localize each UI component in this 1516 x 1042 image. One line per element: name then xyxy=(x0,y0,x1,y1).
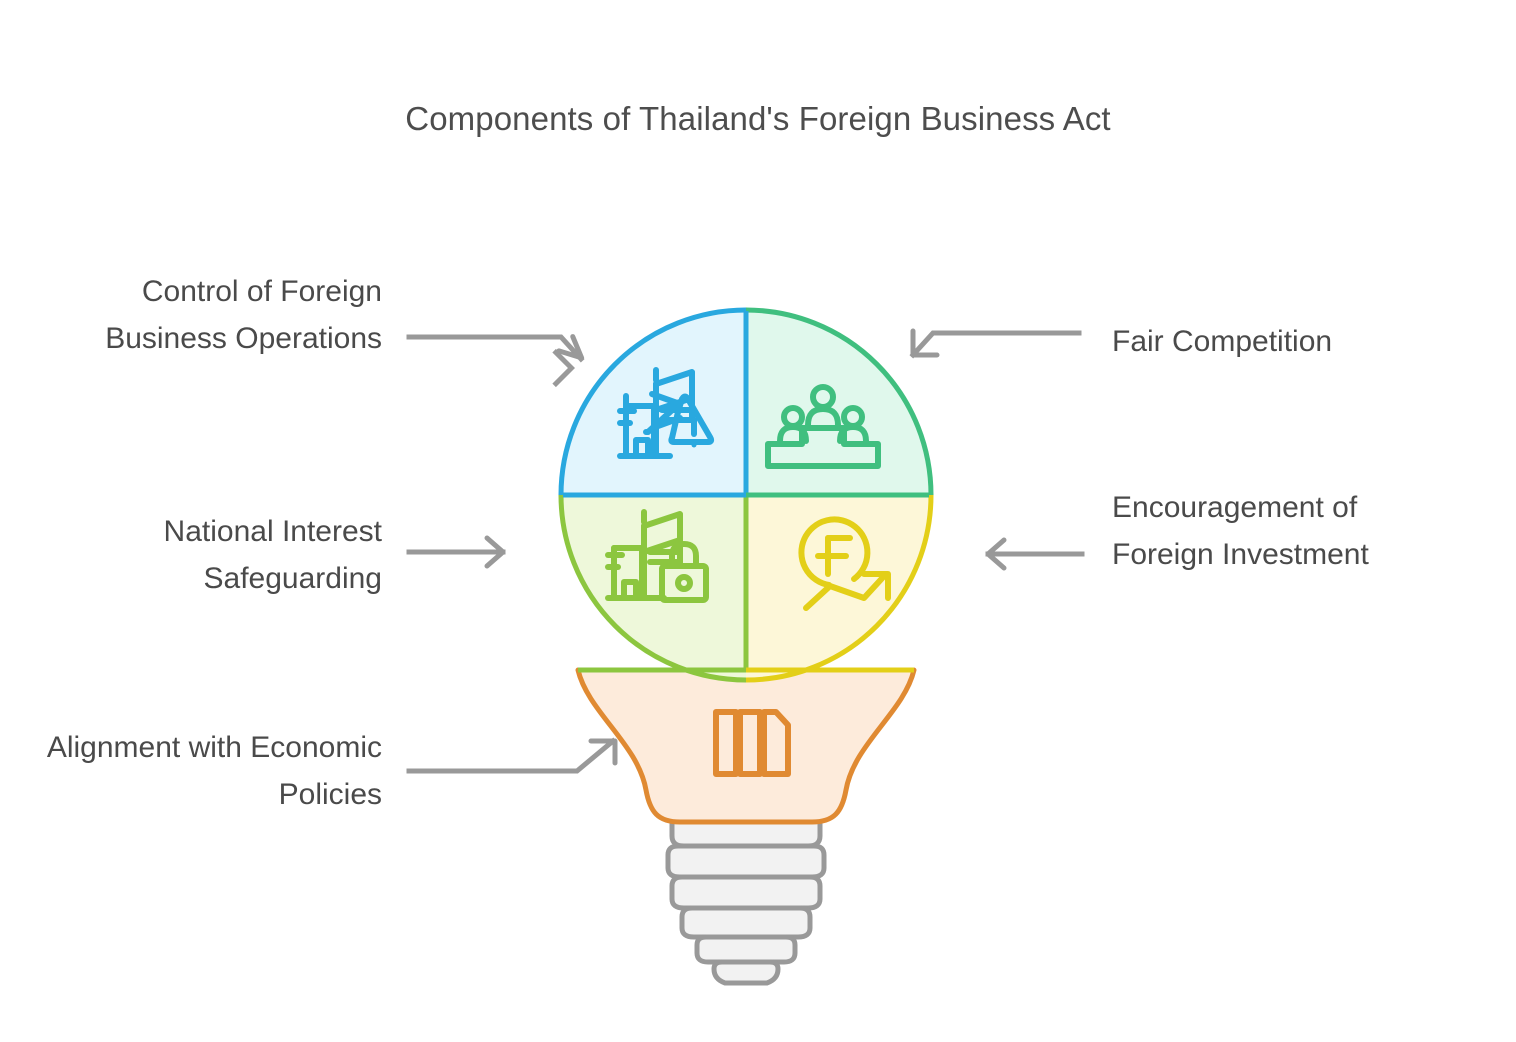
page-title: Components of Thailand's Foreign Busines… xyxy=(405,100,1111,137)
bulb-segment-fair-competition xyxy=(746,307,934,495)
bulb-segment-control-of-foreign-business-operations xyxy=(558,307,746,495)
segment-label-fair-competition: Fair Competition xyxy=(1112,325,1333,358)
segment-label-control-of-foreign-business-operations: Control of Foreign Business Operations xyxy=(105,275,382,356)
bulb-screw-base xyxy=(665,813,827,986)
buildings-warning-icon xyxy=(617,367,715,459)
bulb-segment-national-interest-safeguarding xyxy=(558,495,746,683)
coin-growth-arrow-icon xyxy=(798,516,891,611)
arrow-fair-competition xyxy=(909,328,1082,359)
segment-label-encouragement-of-foreign-investment: Encouragement of Foreign Investment xyxy=(1112,491,1369,572)
arrow-control-of-foreign-business-operations xyxy=(406,334,585,388)
buildings-lock-icon xyxy=(605,509,709,603)
podium-people-icon xyxy=(765,384,881,469)
bulb-glass-quadrants xyxy=(558,307,934,683)
arrow-encouragement-of-foreign-investment xyxy=(985,537,1085,571)
segment-label-national-interest-safeguarding: National Interest Safeguarding xyxy=(163,515,382,596)
documents-archive-icon xyxy=(713,709,791,777)
bulb-segment-alignment-with-economic-policies xyxy=(575,667,917,825)
bulb-segment-encouragement-of-foreign-investment xyxy=(746,495,934,683)
arrow-alignment-with-economic-policies xyxy=(406,737,618,774)
arrow-national-interest-safeguarding xyxy=(406,535,506,569)
segment-label-alignment-with-economic-policies: Alignment with Economic Policies xyxy=(46,731,382,812)
